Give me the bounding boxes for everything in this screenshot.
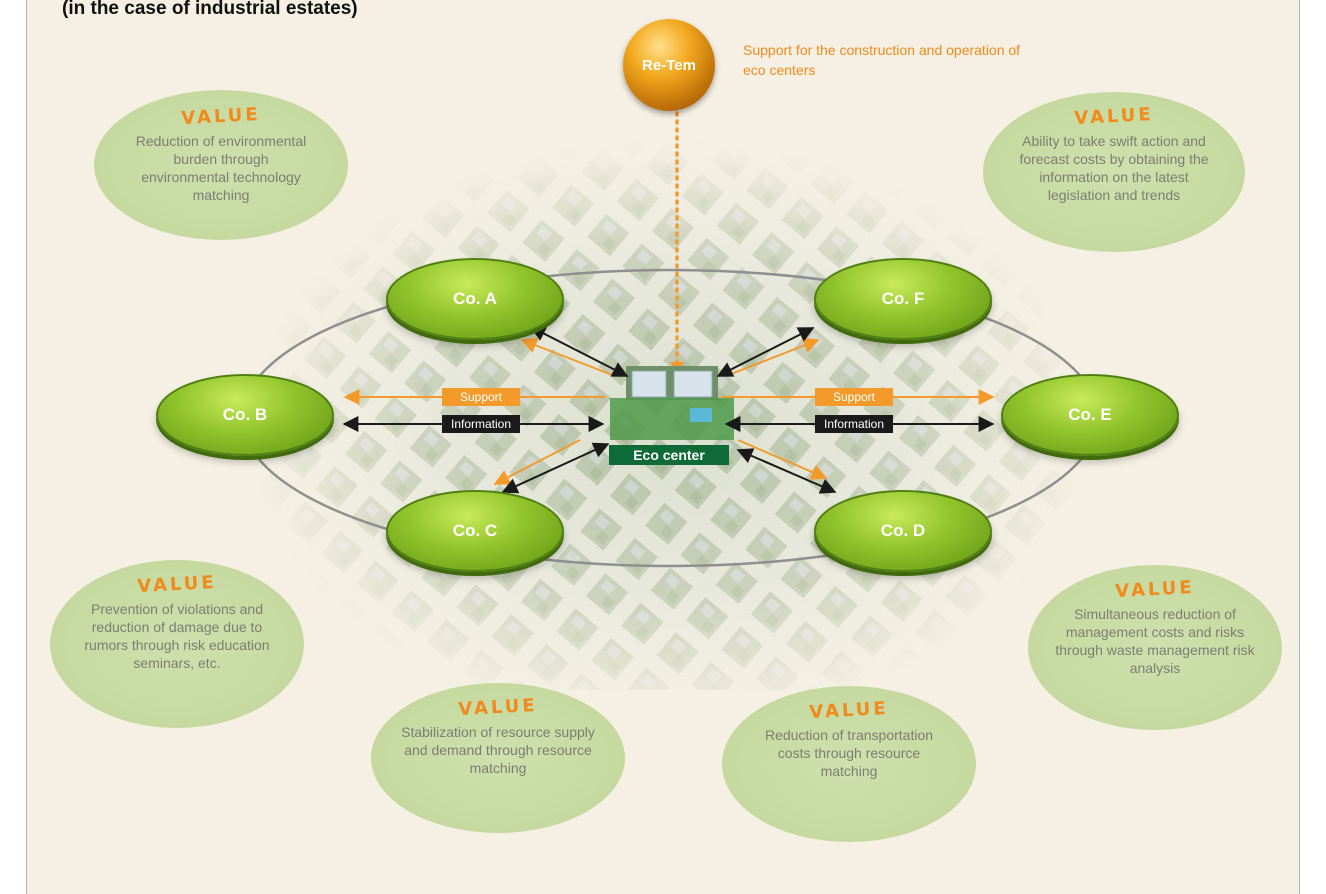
value-heading: VALUE — [1073, 103, 1155, 130]
value-blob-top-left: VALUE Reduction of environmental burden … — [94, 90, 348, 240]
retem-caption: Support for the construction and operati… — [743, 42, 1021, 78]
company-node-f: Co. F — [814, 258, 992, 340]
value-heading: VALUE — [180, 103, 262, 130]
eco-center-label: Eco center — [609, 445, 729, 465]
value-blob-bottom-left: VALUE Prevention of violations and reduc… — [50, 560, 304, 728]
value-blob-bottom-right: VALUE Simultaneous reduction of manageme… — [1028, 565, 1282, 730]
value-text: Simultaneous reduction of management cos… — [1055, 606, 1255, 676]
company-label: Co. E — [1068, 405, 1112, 424]
retem-node: Re-Tem — [623, 19, 715, 111]
value-blob-bottom-center-right: VALUE Reduction of transportation costs … — [722, 686, 976, 842]
value-blob-bottom-center-left: VALUE Stabilization of resource supply a… — [371, 683, 625, 833]
info-arrow-co-c — [501, 442, 610, 494]
info-arrow-co-d — [736, 448, 837, 494]
company-node-a: Co. A — [386, 258, 564, 340]
company-label: Co. A — [453, 289, 497, 308]
company-label: Co. F — [881, 289, 925, 308]
information-label-left: Information — [442, 415, 520, 433]
info-arrow-co-a — [529, 326, 629, 377]
company-label: Co. D — [880, 521, 926, 540]
diagram-heading: (in the case of industrial estates) — [62, 0, 358, 19]
value-text: Ability to take swift action and forecas… — [1019, 133, 1209, 203]
value-text: Prevention of violations and reduction o… — [84, 601, 270, 671]
eco-center-building-icon — [610, 366, 734, 440]
value-text: Reduction of transportation costs throug… — [764, 727, 934, 779]
company-label: Co. B — [222, 405, 268, 424]
retem-label: Re-Tem — [642, 56, 696, 74]
company-node-b: Co. B — [156, 374, 334, 456]
value-text: Stabilization of resource supply and dem… — [401, 724, 595, 776]
company-node-c: Co. C — [386, 490, 564, 572]
value-text: Reduction of environmental burden throug… — [135, 133, 307, 203]
company-node-e: Co. E — [1001, 374, 1179, 456]
company-node-d: Co. D — [814, 490, 992, 572]
support-label-left: Support — [442, 388, 520, 406]
value-blob-top-right: VALUE Ability to take swift action and f… — [983, 92, 1245, 252]
company-label: Co. C — [452, 521, 498, 540]
support-label-right: Support — [815, 388, 893, 406]
info-arrow-co-f — [716, 327, 815, 377]
value-heading: VALUE — [457, 694, 539, 721]
value-heading: VALUE — [808, 697, 890, 724]
information-label-right: Information — [815, 415, 893, 433]
information-arrows — [342, 326, 995, 494]
